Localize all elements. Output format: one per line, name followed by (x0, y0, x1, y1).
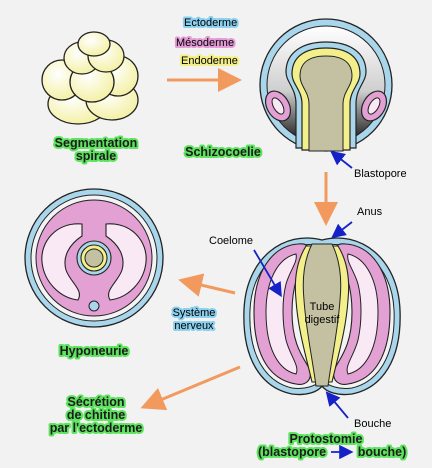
coelome-pointer (253, 249, 282, 298)
label-spirale-halo: spirale (76, 149, 116, 163)
label-hyponeurie-halo: Hyponeurie (60, 344, 129, 358)
label-segmentation: Segmentation (55, 136, 138, 150)
label-de-chitine-halo: de chitine (67, 408, 125, 422)
label-bouche-paren-halo: bouche) (358, 445, 407, 459)
label-par-ectoderme: par l'ectoderme (50, 421, 143, 435)
protostome-body (243, 237, 401, 396)
label-spirale: spirale (76, 149, 116, 163)
segmentation-embryo (41, 31, 139, 125)
label-coelome: Coelome (209, 235, 253, 247)
label-systeme-halo: Système (173, 307, 216, 319)
label-digestif: digestif (305, 314, 341, 326)
label-par-ectoderme-halo: par l'ectoderme (50, 421, 143, 435)
legend-mesoderm: Mésoderme (176, 37, 234, 49)
label-tube: Tube (310, 301, 335, 313)
legend-ectoderm: Ectoderme (184, 17, 237, 29)
blastopore-pointer (330, 150, 353, 169)
label-nerveux: nerveux (174, 320, 214, 332)
label-secretion: Sécrétion (68, 395, 125, 409)
label-secretion-halo: Sécrétion (68, 395, 125, 409)
hyponeurie-section (24, 188, 164, 328)
label-systeme: Système (173, 307, 216, 319)
arrow-to-hyponeurie (178, 273, 236, 297)
label-anus: Anus (357, 206, 383, 218)
anus-pointer (331, 221, 353, 239)
label-de-chitine: de chitine (67, 408, 125, 422)
legend-endoderm: Endoderme (181, 55, 238, 67)
label-segmentation-halo: Segmentation (55, 136, 138, 150)
schizocoelie-embryo (259, 18, 393, 152)
label-schizocoelie-halo: Schizocoelie (185, 145, 261, 159)
label-bouche: Bouche (354, 418, 391, 430)
label-hyponeurie: Hyponeurie (60, 344, 129, 358)
label-blastopore: Blastopore (354, 168, 407, 180)
label-protostomie: Protostomie (290, 432, 363, 446)
legend-endoderm-halo: Endoderme (181, 55, 238, 67)
label-blastopore-paren-halo: (blastopore (258, 445, 326, 459)
label-blastopore-paren: (blastopore (258, 445, 326, 459)
label-bouche-paren: bouche) (358, 445, 407, 459)
label-nerveux-halo: nerveux (174, 320, 214, 332)
bouche-pointer (325, 391, 349, 419)
arrow-to-secretion (140, 365, 241, 411)
legend-ectoderm-halo: Ectoderme (184, 17, 237, 29)
legend-mesoderm-halo: Mésoderme (176, 37, 234, 49)
label-protostomie-halo: Protostomie (290, 432, 363, 446)
label-schizocoelie: Schizocoelie (185, 145, 261, 159)
